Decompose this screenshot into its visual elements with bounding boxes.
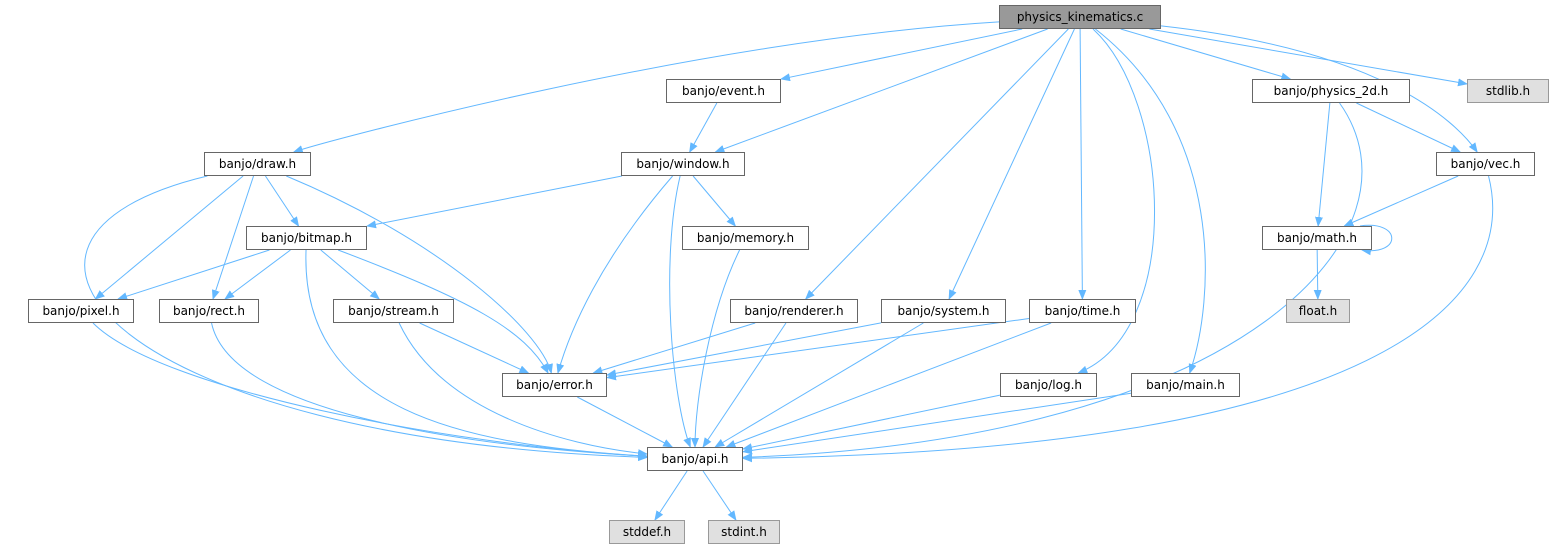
node-float-h[interactable]: float.h bbox=[1286, 299, 1350, 323]
edge-api-to-stddef bbox=[654, 470, 688, 521]
node-stdlib-h[interactable]: stdlib.h bbox=[1467, 79, 1549, 103]
edge-physics_2d-to-vec bbox=[1356, 102, 1462, 153]
edge-pk-to-main bbox=[1095, 28, 1206, 374]
edge-pk-to-stdlib bbox=[1149, 28, 1468, 87]
edge-vec-to-math bbox=[1343, 175, 1459, 227]
edge-pk-to-physics_2d bbox=[1120, 28, 1292, 81]
node-bitmap-h[interactable]: banjo/bitmap.h bbox=[246, 226, 367, 250]
edge-window-to-memory bbox=[692, 175, 737, 227]
edge-stream-to-api bbox=[398, 322, 648, 458]
node-stddef-h[interactable]: stddef.h bbox=[609, 520, 685, 544]
node-physics-kinematics-c[interactable]: physics_kinematics.c bbox=[999, 5, 1161, 29]
edge-bitmap-to-stream bbox=[320, 249, 380, 300]
edge-pk-to-event bbox=[780, 28, 1023, 82]
edge-window-to-api bbox=[669, 175, 691, 448]
edge-time-to-api bbox=[725, 322, 1052, 448]
edge-pk-to-system bbox=[948, 28, 1075, 300]
node-log-h[interactable]: banjo/log.h bbox=[1000, 373, 1097, 397]
node-event-h[interactable]: banjo/event.h bbox=[666, 79, 781, 103]
node-stream-h[interactable]: banjo/stream.h bbox=[333, 299, 454, 323]
edge-pk-to-log bbox=[1077, 28, 1156, 374]
edge-system-to-error bbox=[606, 322, 882, 378]
node-main-h[interactable]: banjo/main.h bbox=[1131, 373, 1240, 397]
edge-pk-to-time bbox=[1078, 28, 1087, 300]
edge-renderer-to-api bbox=[702, 322, 787, 448]
edge-draw-to-error bbox=[286, 175, 553, 374]
edge-renderer-to-error bbox=[592, 322, 756, 375]
edge-api-to-stdint bbox=[702, 470, 737, 521]
edge-bitmap-to-pixel bbox=[117, 249, 270, 301]
edge-window-to-bitmap bbox=[366, 175, 623, 229]
edge-math-to-float bbox=[1313, 249, 1322, 300]
edge-pk-to-renderer bbox=[804, 28, 1069, 300]
edge-log-to-api bbox=[742, 394, 1001, 452]
node-window-h[interactable]: banjo/window.h bbox=[621, 152, 745, 176]
edge-window-to-error bbox=[556, 175, 674, 374]
node-draw-h[interactable]: banjo/draw.h bbox=[204, 152, 311, 176]
edge-draw-to-api bbox=[84, 175, 648, 462]
node-math-h[interactable]: banjo/math.h bbox=[1262, 226, 1372, 250]
edge-pk-to-window bbox=[714, 28, 1048, 153]
node-system-h[interactable]: banjo/system.h bbox=[881, 299, 1006, 323]
edge-pixel-to-api bbox=[92, 322, 648, 460]
edge-draw-to-pixel bbox=[94, 175, 244, 300]
edge-event-to-window bbox=[689, 102, 718, 153]
edge-rect-to-api bbox=[211, 322, 648, 460]
edge-vec-to-api bbox=[742, 175, 1494, 463]
node-stdint-h[interactable]: stdint.h bbox=[708, 520, 780, 544]
edge-main-to-api bbox=[742, 392, 1132, 455]
node-memory-h[interactable]: banjo/memory.h bbox=[682, 226, 809, 250]
edge-draw-to-bitmap bbox=[265, 175, 300, 227]
edge-pk-to-draw bbox=[292, 21, 1000, 153]
edge-math-to-math bbox=[1359, 224, 1393, 256]
edge-error-to-api bbox=[577, 396, 674, 448]
node-error-h[interactable]: banjo/error.h bbox=[502, 373, 607, 397]
node-physics-2d-h[interactable]: banjo/physics_2d.h bbox=[1252, 79, 1410, 103]
node-pixel-h[interactable]: banjo/pixel.h bbox=[28, 299, 134, 323]
edge-draw-to-rect bbox=[211, 175, 255, 300]
edge-system-to-api bbox=[714, 322, 924, 448]
edge-bitmap-to-error bbox=[337, 249, 549, 374]
node-renderer-h[interactable]: banjo/renderer.h bbox=[730, 299, 858, 323]
edge-memory-to-api bbox=[691, 249, 741, 448]
edge-stream-to-error bbox=[419, 322, 530, 374]
edge-physics_2d-to-api bbox=[742, 102, 1363, 462]
node-time-h[interactable]: banjo/time.h bbox=[1029, 299, 1136, 323]
node-rect-h[interactable]: banjo/rect.h bbox=[159, 299, 259, 323]
node-api-h[interactable]: banjo/api.h bbox=[647, 447, 743, 471]
edge-physics_2d-to-math bbox=[1315, 102, 1331, 227]
node-vec-h[interactable]: banjo/vec.h bbox=[1436, 152, 1535, 176]
edge-time-to-error bbox=[606, 318, 1030, 381]
edge-bitmap-to-rect bbox=[224, 249, 291, 300]
